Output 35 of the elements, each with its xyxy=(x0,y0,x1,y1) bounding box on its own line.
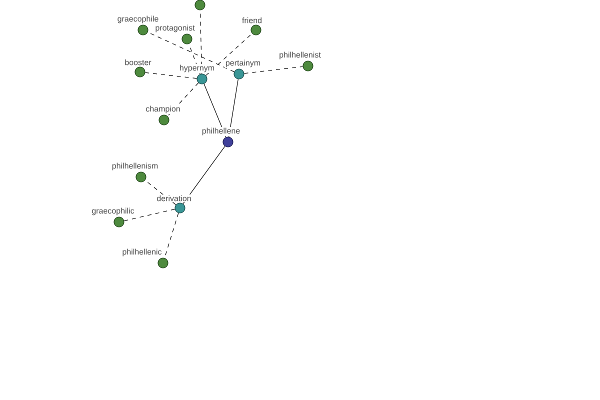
node-label: philhellenic xyxy=(121,248,163,257)
connector xyxy=(167,82,199,116)
node-circle xyxy=(136,172,146,182)
node-circle xyxy=(158,114,170,126)
connector xyxy=(228,78,238,138)
node-circle xyxy=(250,24,262,36)
node-circle xyxy=(222,136,234,148)
node-label: graecophilic xyxy=(90,206,136,216)
node-circle xyxy=(182,34,192,44)
connector xyxy=(144,72,198,79)
node-circle xyxy=(114,216,124,228)
node-label: protagonist xyxy=(154,24,196,33)
connector xyxy=(182,146,226,204)
connector xyxy=(188,44,200,74)
node-circle xyxy=(134,66,146,78)
node-label: friend xyxy=(241,16,263,24)
node-circle xyxy=(158,258,168,268)
node-circle xyxy=(234,68,244,80)
connector xyxy=(206,33,252,76)
node-label: hypernym xyxy=(178,64,216,73)
node-label: champion xyxy=(144,104,182,114)
node-label: booster xyxy=(124,58,152,66)
node-circle xyxy=(174,202,186,214)
connector xyxy=(244,66,304,74)
connector xyxy=(144,180,176,206)
node-label: philhellenist xyxy=(278,50,322,60)
node-label: philhellene xyxy=(201,126,241,136)
node-label: pertainym xyxy=(224,58,262,68)
node-label: derivation xyxy=(156,194,192,202)
connector xyxy=(124,208,176,222)
node-label: graecophile xyxy=(116,14,160,24)
node-label: philhellenism xyxy=(111,162,159,171)
node-circle xyxy=(138,24,148,36)
node-circle xyxy=(302,60,314,72)
node-circle xyxy=(196,74,208,84)
